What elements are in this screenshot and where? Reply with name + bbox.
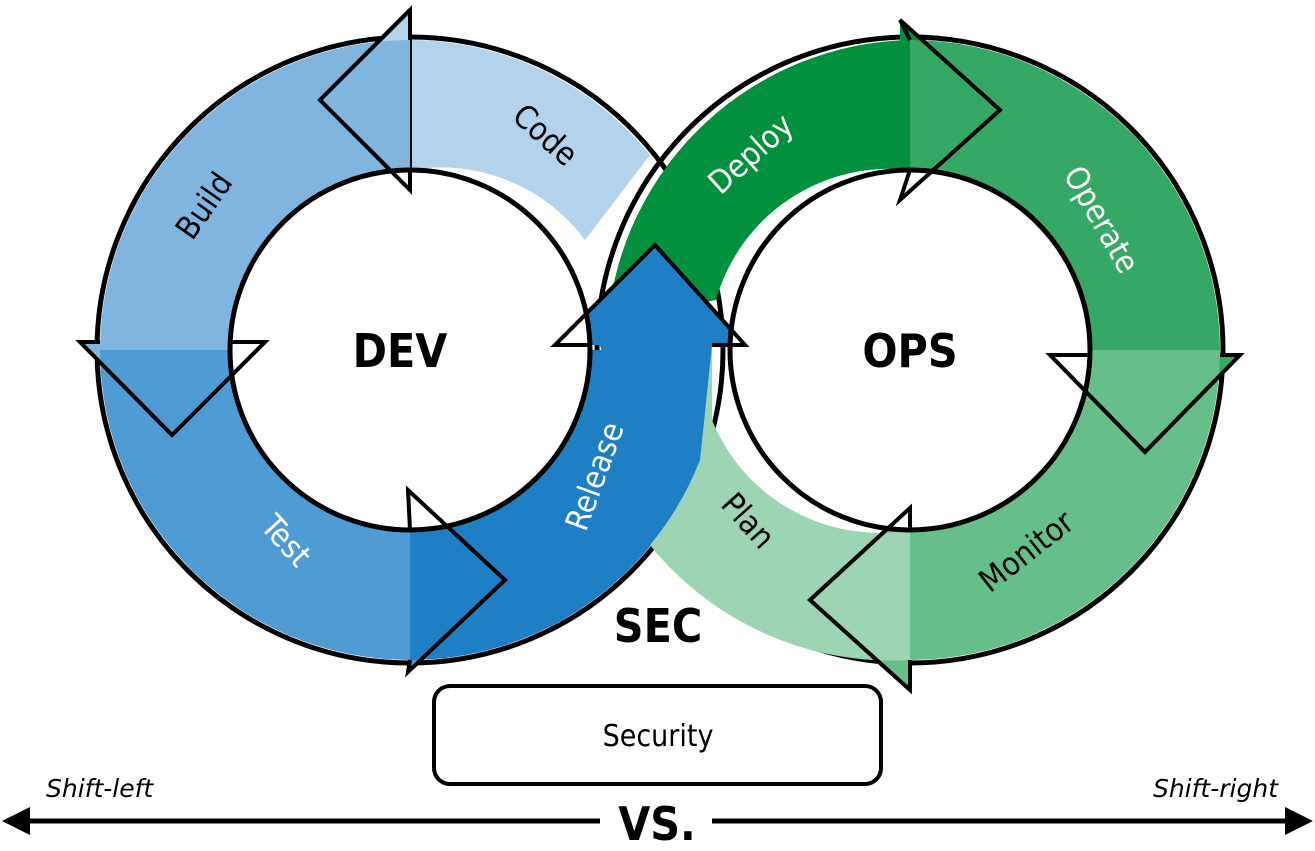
deploy-arrow <box>608 40 910 320</box>
deploy-head-outline <box>895 18 1003 207</box>
build-head-outline <box>75 340 270 438</box>
build-arrow <box>100 40 410 350</box>
operate-head-outline <box>1045 353 1245 455</box>
monitor-arrow <box>910 350 1220 660</box>
monitor-head-outline <box>807 503 912 695</box>
release-arrowhead-top <box>560 245 742 545</box>
ops-hub-label: OPS <box>862 324 957 378</box>
code-arrow <box>410 40 650 240</box>
shift-right-label: Shift-right <box>1153 774 1279 803</box>
dev-hub-label: DEV <box>353 324 448 378</box>
plan-arrow <box>650 420 910 661</box>
shift-left-label: Shift-left <box>46 774 154 803</box>
security-box-label: Security <box>603 719 714 754</box>
release-head-outline <box>550 242 750 347</box>
sec-label: SEC <box>614 599 702 653</box>
shift-right-arrowhead <box>1285 807 1313 835</box>
code-head-outline <box>317 5 412 195</box>
test-head-outline <box>405 485 508 678</box>
versus-label: VS. <box>618 797 696 851</box>
operate-arrow <box>910 40 1220 350</box>
shift-left-arrowhead <box>2 807 30 835</box>
security-box <box>432 684 883 786</box>
